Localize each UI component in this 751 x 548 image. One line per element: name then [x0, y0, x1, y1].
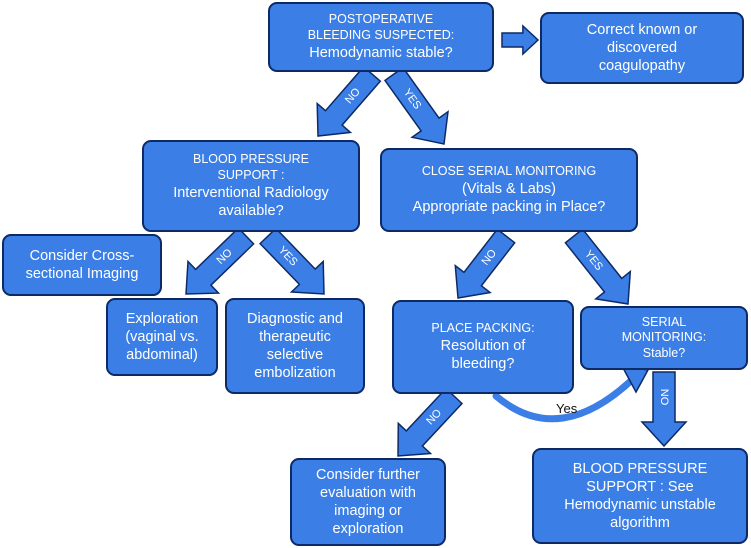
arrow-packing-no [454, 228, 516, 299]
cross-sectional-imaging-node: Consider Cross- sectional Imaging [2, 234, 162, 296]
node-line: available? [218, 202, 284, 219]
node-line: Diagnostic and [247, 310, 343, 327]
blood-pressure-see-algorithm-node: BLOOD PRESSURE SUPPORT : See Hemodynamic… [532, 448, 748, 544]
node-line: embolization [254, 365, 336, 382]
node-line: (Vitals & Labs) [461, 180, 557, 197]
yes-curve-arrow [492, 372, 640, 423]
node-line: coagulopathy [598, 58, 686, 75]
exploration-node: Exploration (vaginal vs. abdominal) [106, 298, 218, 376]
node-line: (vaginal vs. [125, 328, 199, 345]
node-line: Resolution of [440, 337, 526, 354]
node-line: discovered [606, 39, 678, 56]
postoperative-bleeding-node: POSTOPERATIVE BLEEDING SUSPECTED: Hemody… [268, 2, 494, 72]
embolization-node: Diagnostic and therapeutic selective emb… [225, 298, 365, 394]
node-line: Stable? [642, 345, 686, 360]
node-line: PLACE PACKING: [431, 321, 535, 336]
node-line: Consider Cross- [29, 247, 135, 264]
arrow-stable-no [640, 371, 688, 448]
node-line: Hemodynamic stable? [309, 44, 453, 61]
arrow-resolution-no [397, 387, 464, 457]
node-line: BLEEDING SUSPECTED: [307, 27, 455, 42]
arrow-ir-no [185, 227, 255, 295]
node-line: POSTOPERATIVE [328, 12, 434, 27]
node-line: Interventional Radiology [173, 184, 329, 201]
blood-pressure-support-node: BLOOD PRESSURE SUPPORT : Interventional … [142, 140, 360, 232]
node-line: Consider further [316, 466, 420, 483]
node-line: algorithm [610, 515, 670, 532]
node-line: imaging or [334, 503, 402, 519]
node-line: Exploration [125, 310, 199, 327]
node-line: therapeutic [259, 328, 331, 345]
node-line: SUPPORT : [217, 167, 285, 182]
node-line: CLOSE SERIAL MONITORING [421, 164, 597, 179]
node-line: Appropriate packing in Place? [412, 198, 606, 215]
node-line: BLOOD PRESSURE [192, 152, 309, 167]
further-evaluation-node: Consider further evaluation with imaging… [290, 458, 446, 546]
arrow-to-coagulopathy [501, 24, 540, 56]
node-line: MONITORING: [621, 330, 707, 345]
node-line: Hemodynamic unstable [564, 497, 716, 513]
node-line: BLOOD PRESSURE [572, 460, 708, 477]
node-line: evaluation with [320, 484, 416, 501]
close-serial-monitoring-node: CLOSE SERIAL MONITORING (Vitals & Labs) … [380, 148, 638, 232]
node-line: SERIAL [641, 314, 687, 329]
node-line: abdominal) [126, 347, 198, 364]
arrow-postop-yes [383, 66, 449, 145]
node-line: exploration [332, 521, 404, 538]
node-line: sectional Imaging [25, 266, 139, 282]
serial-monitoring-node: SERIAL MONITORING: Stable? [580, 306, 748, 370]
node-line: Correct known or [586, 21, 698, 38]
arrow-postop-no [316, 65, 382, 137]
arrow-packing-yes [564, 228, 632, 305]
node-line: bleeding? [451, 355, 515, 372]
node-line: selective [266, 347, 324, 363]
arrow-stable-no-label: NO [658, 389, 670, 406]
place-packing-node: PLACE PACKING: Resolution of bleeding? [392, 300, 574, 394]
node-line: SUPPORT : See [586, 478, 694, 495]
arrow-ir-yes [259, 227, 325, 295]
yes-curve-label: Yes [556, 401, 578, 416]
correct-coagulopathy-node: Correct known or discovered coagulopathy [540, 12, 744, 84]
